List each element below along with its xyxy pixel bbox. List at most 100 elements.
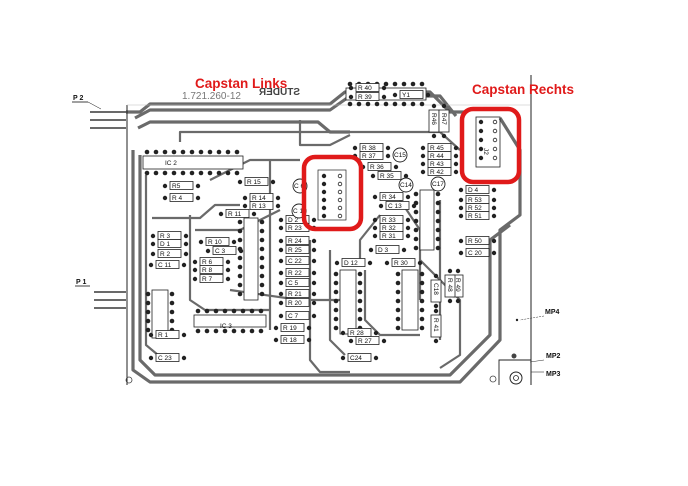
svg-text:C 7: C 7 [288,313,299,320]
component-r34: R 34 [372,192,411,201]
component-r25: R 25 [278,245,317,254]
svg-text:R 25: R 25 [288,247,302,254]
svg-text:C 23: C 23 [158,355,172,362]
component-ic3: IC 3 [220,323,232,330]
component-r22: R 22 [278,268,317,277]
component-c18: C18 [430,273,442,309]
svg-text:R 4: R 4 [172,195,183,202]
component-c5: C 5 [278,278,317,287]
mp4-point [515,318,519,322]
svg-text:C 11: C 11 [158,262,172,269]
component-r20: R 20 [278,298,317,307]
ic-package [243,217,259,301]
svg-text:C 20: C 20 [468,250,482,257]
component-r8: R 8 [192,265,231,274]
svg-text:R 24: R 24 [288,238,302,245]
component-y1: Y1 [392,90,431,99]
copper-traces [126,90,522,384]
svg-text:D 2: D 2 [288,217,299,224]
svg-text:R 36: R 36 [370,164,384,171]
svg-text:R 22: R 22 [288,270,302,277]
component-r7: R 7 [192,274,231,283]
svg-text:C14: C14 [400,182,412,189]
component-c24: C24 [340,353,379,362]
svg-text:R 2: R 2 [160,251,171,258]
component-d3: D 3 [368,245,407,254]
component-r48: R 48 [444,268,456,304]
svg-text:R 10: R 10 [208,239,222,246]
svg-text:R 30: R 30 [394,260,408,267]
svg-text:R 40: R 40 [358,85,372,92]
trace [138,155,511,377]
component-r42: R 42 [420,167,459,176]
svg-text:R 51: R 51 [468,213,482,220]
component-r47: R47 [438,103,450,139]
component-r13: R 13 [242,201,281,210]
component-r39: R 39 [348,92,387,101]
svg-text:C15: C15 [394,152,406,159]
trace [298,120,351,147]
connector-p1 [94,291,126,309]
svg-text:C 13: C 13 [388,203,402,210]
svg-text:R 14: R 14 [252,195,266,202]
svg-text:R 38: R 38 [362,145,376,152]
svg-text:R 53: R 53 [468,197,482,204]
capstan-rechts-label: Capstan Rechts [472,82,574,97]
trace [358,214,381,260]
trace [152,203,240,220]
component-r31: R 31 [372,231,411,240]
component-d1: D 1 [150,239,189,248]
capstan-links-connector [317,169,347,221]
component-r43: R 43 [420,159,459,168]
svg-text:R47: R47 [440,113,447,125]
trace [131,117,522,384]
svg-text:R 27: R 27 [358,338,372,345]
component-r21: R 21 [278,289,317,298]
capstan-links-highlight [301,154,364,232]
component-r41: R 41 [430,308,442,344]
trace [188,215,270,312]
component-r52: R 52 [458,203,497,212]
component-r32: R 32 [372,223,411,232]
capstan-links-label: Capstan Links [195,76,287,91]
component-r14: R 14 [242,193,281,202]
svg-text:R46: R46 [430,113,437,125]
component-c13: C 13 [378,201,417,210]
component-r4: R 4 [162,193,201,202]
svg-text:R 42: R 42 [430,169,444,176]
svg-text:C18: C18 [432,283,439,295]
svg-text:C 5: C 5 [288,280,299,287]
ic-package [419,189,435,251]
svg-text:R 33: R 33 [382,217,396,224]
connector-p1-label: P 1 [76,279,86,286]
svg-text:C17: C17 [432,181,444,188]
svg-text:D 12: D 12 [344,260,358,267]
component-r18: R 18 [273,335,312,344]
trace [126,90,465,114]
svg-text:R 45: R 45 [430,145,444,152]
trace [209,158,300,181]
svg-text:C 10: C 10 [293,208,307,215]
connector-p2 [90,111,126,129]
component-r35: R 35 [370,171,409,180]
svg-text:C 22: C 22 [288,258,302,265]
component-c15: C15 [392,147,408,163]
svg-text:R 3: R 3 [160,233,171,240]
svg-text:R 32: R 32 [382,225,396,232]
svg-text:R 39: R 39 [358,94,372,101]
svg-text:R 35: R 35 [380,173,394,180]
svg-text:R 50: R 50 [468,238,482,245]
connector-j2: J2 [475,116,501,168]
component-d12: D 12 [334,258,373,267]
trace [178,130,461,151]
component-r50: R 50 [458,236,497,245]
svg-text:R 7: R 7 [202,276,213,283]
component-r2: R 2 [150,249,189,258]
component-r33: R 33 [372,215,411,224]
ic-package [339,269,357,335]
component-r44: R 44 [420,151,459,160]
component-c23: C 23 [148,353,187,362]
component-c17: C17 [430,176,446,192]
